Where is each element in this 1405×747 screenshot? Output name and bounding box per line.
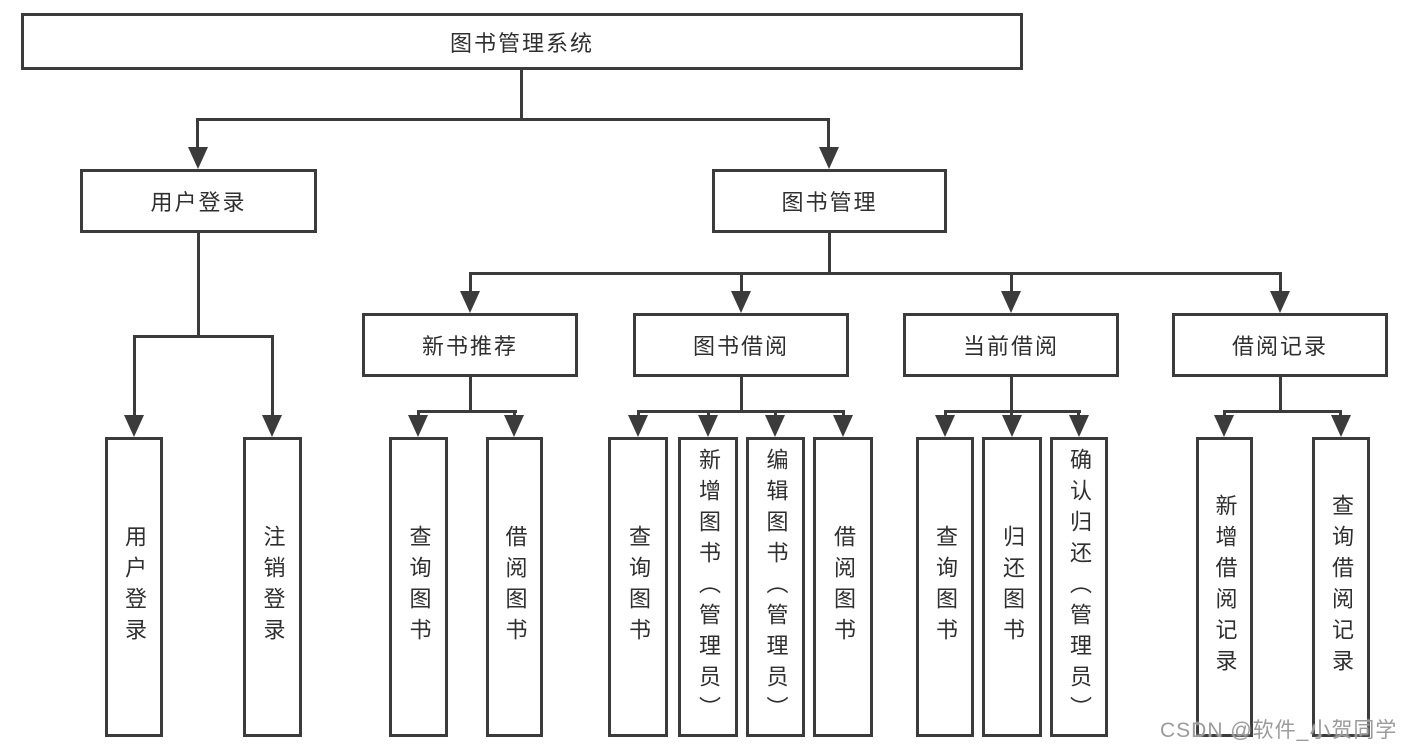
connector-root-bar — [196, 118, 830, 121]
connector-borrow-stem — [740, 377, 743, 410]
connector-drop — [417, 410, 420, 415]
node-new-book-rec: 新书推荐 — [362, 313, 578, 377]
leaf-label: 借阅图书 — [831, 525, 856, 649]
arrow-down-icon — [1069, 415, 1089, 437]
node-current-borrow: 当前借阅 — [903, 313, 1119, 377]
arrow-down-icon — [1331, 415, 1351, 437]
connector-records-stem — [1279, 377, 1282, 410]
arrow-down-icon — [698, 415, 718, 437]
node-book-mgmt-label: 图书管理 — [781, 190, 878, 215]
leaf-user-login: 用户登录 — [105, 437, 163, 737]
leaf-label: 新增图书（管理员） — [696, 447, 721, 727]
leaf-label: 用户登录 — [122, 525, 147, 649]
leaf-label: 查询借阅记录 — [1329, 494, 1354, 680]
connector-borrow-bar — [637, 410, 845, 413]
node-root: 图书管理系统 — [21, 13, 1023, 70]
leaf-add-borrow-record: 新增借阅记录 — [1196, 437, 1253, 737]
connector-drop-user-login — [196, 118, 199, 147]
leaf-label: 归还图书 — [1000, 525, 1025, 649]
leaf-return-books: 归还图书 — [982, 437, 1042, 737]
arrow-down-icon — [124, 415, 144, 437]
connector-drop — [944, 410, 947, 415]
leaf-query-borrow-record: 查询借阅记录 — [1312, 437, 1370, 737]
connector-new-rec-bar — [417, 410, 517, 413]
arrow-down-icon — [504, 415, 524, 437]
leaf-edit-books-admin: 编辑图书（管理员） — [746, 437, 805, 737]
connector-user-login-bar — [133, 335, 274, 338]
leaf-label: 确认归还（管理员） — [1067, 447, 1092, 727]
connector-drop — [774, 410, 777, 415]
connector-book-mgmt-stem — [828, 233, 831, 272]
node-borrow-records-label: 借阅记录 — [1231, 334, 1328, 359]
connector-user-login-stem — [197, 233, 200, 335]
connector-drop — [513, 410, 516, 415]
leaf-borrow-books: 借阅图书 — [813, 437, 873, 737]
connector-drop-records — [1279, 272, 1282, 291]
leaf-query-books-current: 查询图书 — [916, 437, 974, 737]
node-root-label: 图书管理系统 — [449, 30, 594, 56]
arrow-down-icon — [262, 415, 282, 437]
connector-drop — [1223, 410, 1226, 415]
leaf-borrow-books-rec: 借阅图书 — [486, 437, 543, 737]
arrow-down-icon — [935, 415, 955, 437]
arrow-down-icon — [188, 147, 208, 169]
leaf-add-books-admin: 新增图书（管理员） — [678, 437, 738, 737]
connector-drop — [1077, 410, 1080, 415]
arrow-down-icon — [628, 415, 648, 437]
connector-drop — [842, 410, 845, 415]
connector-drop — [637, 410, 640, 415]
connector-drop-book-mgmt — [827, 118, 830, 147]
node-user-login: 用户登录 — [80, 169, 317, 233]
node-book-borrow-label: 图书借阅 — [692, 334, 789, 359]
arrow-down-icon — [1214, 415, 1234, 437]
connector-records-bar — [1223, 410, 1342, 413]
connector-new-rec-stem — [469, 377, 472, 410]
csdn-watermark: CSDN @软件_小贺同学 — [1160, 719, 1398, 742]
arrow-down-icon — [833, 415, 853, 437]
connector-drop-borrow — [740, 272, 743, 291]
connector-drop-current — [1010, 272, 1013, 291]
connector-root-stem — [520, 70, 523, 118]
connector-drop — [1339, 410, 1342, 415]
node-new-book-rec-label: 新书推荐 — [421, 334, 518, 359]
connector-book-mgmt-bar — [469, 272, 1282, 275]
leaf-label: 查询图书 — [933, 525, 958, 649]
connector-drop — [707, 410, 710, 415]
node-current-borrow-label: 当前借阅 — [962, 334, 1059, 359]
node-user-login-label: 用户登录 — [150, 190, 247, 215]
leaf-label: 借阅图书 — [502, 525, 528, 649]
node-borrow-records: 借阅记录 — [1172, 313, 1388, 377]
leaf-confirm-return-admin: 确认归还（管理员） — [1050, 437, 1108, 737]
arrow-down-icon — [1001, 291, 1021, 313]
leaf-logout: 注销登录 — [243, 437, 302, 737]
leaf-label: 编辑图书（管理员） — [763, 447, 789, 727]
arrow-down-icon — [408, 415, 428, 437]
leaf-label: 注销登录 — [260, 525, 286, 649]
arrow-down-icon — [731, 291, 751, 313]
leaf-label: 新增借阅记录 — [1212, 494, 1238, 680]
leaf-query-books-rec: 查询图书 — [389, 437, 448, 737]
connector-drop — [1010, 410, 1013, 415]
connector-current-stem — [1010, 377, 1013, 410]
arrow-down-icon — [1002, 415, 1022, 437]
arrow-down-icon — [1270, 291, 1290, 313]
connector-drop-login — [133, 335, 136, 415]
connector-drop-new-rec — [469, 272, 472, 291]
leaf-query-books-borrow: 查询图书 — [608, 437, 668, 737]
arrow-down-icon — [765, 415, 785, 437]
connector-drop-logout — [271, 335, 274, 415]
node-book-borrow: 图书借阅 — [633, 313, 849, 377]
arrow-down-icon — [819, 147, 839, 169]
leaf-label: 查询图书 — [626, 525, 651, 649]
arrow-down-icon — [460, 291, 480, 313]
leaf-label: 查询图书 — [406, 525, 432, 649]
node-book-mgmt: 图书管理 — [712, 169, 947, 233]
